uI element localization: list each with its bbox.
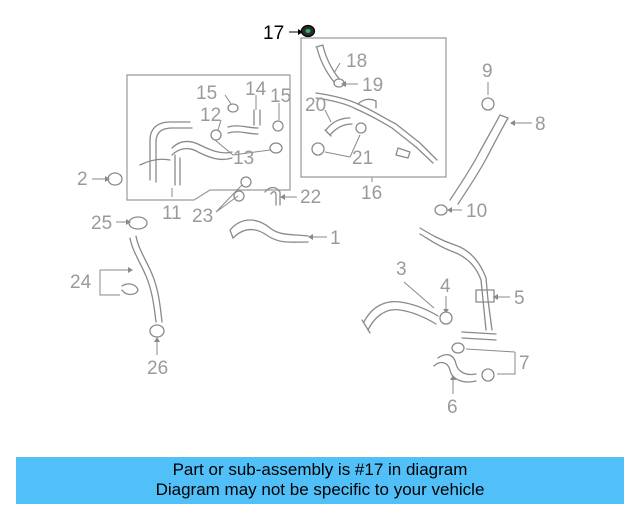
part-7-clamps[interactable] bbox=[451, 342, 495, 382]
part-10-clamp[interactable] bbox=[434, 204, 448, 216]
info-banner: Part or sub-assembly is #17 in diagram D… bbox=[16, 457, 624, 504]
part-17-grommet[interactable] bbox=[300, 24, 316, 38]
part-15-clamps[interactable] bbox=[227, 103, 284, 132]
callout-22: 22 bbox=[300, 187, 321, 208]
part-3-hose[interactable] bbox=[361, 300, 439, 334]
callout-11: 11 bbox=[162, 203, 182, 224]
part-6-hose[interactable] bbox=[433, 353, 477, 383]
callout-10: 10 bbox=[466, 201, 487, 222]
callout-2: 2 bbox=[77, 169, 88, 190]
callout-14: 14 bbox=[245, 79, 267, 100]
callout-3: 3 bbox=[396, 259, 407, 280]
arrow-17 bbox=[298, 29, 303, 35]
callout-12: 12 bbox=[200, 105, 221, 126]
part-13-clamps[interactable] bbox=[210, 129, 283, 154]
callout-6: 6 bbox=[447, 397, 458, 418]
banner-line-1: Part or sub-assembly is #17 in diagram bbox=[172, 460, 468, 479]
part-19-clamp[interactable] bbox=[333, 78, 345, 88]
callout-25: 25 bbox=[91, 213, 112, 234]
leaders bbox=[92, 62, 532, 394]
callout-24: 24 bbox=[70, 272, 92, 293]
callout-18: 18 bbox=[346, 51, 367, 72]
part-14-hose[interactable] bbox=[253, 109, 261, 126]
part-25-cap[interactable] bbox=[128, 216, 148, 230]
callout-13: 13 bbox=[233, 148, 254, 169]
part-23-clamps[interactable] bbox=[233, 176, 252, 202]
part-18-hose[interactable] bbox=[315, 44, 341, 83]
callout-26: 26 bbox=[147, 358, 168, 379]
callout-19: 19 bbox=[362, 75, 383, 96]
assembly-box-16 bbox=[300, 37, 447, 178]
part-4-clamp[interactable] bbox=[439, 311, 453, 325]
assembly-box-11 bbox=[126, 74, 291, 201]
part-8-hose[interactable] bbox=[449, 114, 509, 205]
callout-15a: 15 bbox=[196, 83, 217, 104]
part-16-pipe[interactable] bbox=[315, 92, 438, 164]
banner-line-2: Diagram may not be specific to your vehi… bbox=[155, 480, 485, 499]
callout-7: 7 bbox=[519, 353, 530, 374]
part-20-hose[interactable] bbox=[324, 117, 353, 137]
callout-20: 20 bbox=[305, 95, 326, 116]
part-2-clamp[interactable] bbox=[107, 172, 123, 186]
part-5-pipe[interactable] bbox=[419, 227, 495, 331]
part-11-hose-assembly[interactable] bbox=[139, 121, 233, 186]
callout-1: 1 bbox=[330, 228, 341, 249]
callout-8: 8 bbox=[535, 114, 546, 135]
callout-21: 21 bbox=[352, 148, 373, 169]
callout-15b: 15 bbox=[270, 86, 291, 107]
part-1-hose[interactable] bbox=[229, 219, 309, 243]
callout-5: 5 bbox=[514, 288, 525, 309]
part-22-hose[interactable] bbox=[264, 186, 281, 206]
part-5-lower-fitting[interactable] bbox=[461, 331, 497, 341]
part-12-hose[interactable] bbox=[227, 125, 259, 135]
callout-23: 23 bbox=[192, 206, 213, 227]
callout-9: 9 bbox=[482, 61, 493, 82]
callout-16: 16 bbox=[361, 183, 382, 204]
callout-4: 4 bbox=[440, 276, 451, 297]
part-24-hose[interactable] bbox=[121, 235, 163, 323]
callout-17: 17 bbox=[263, 23, 284, 44]
part-9-clamp[interactable] bbox=[481, 97, 495, 111]
part-26-clamp[interactable] bbox=[149, 324, 165, 338]
part-21-clamps[interactable] bbox=[311, 122, 367, 156]
